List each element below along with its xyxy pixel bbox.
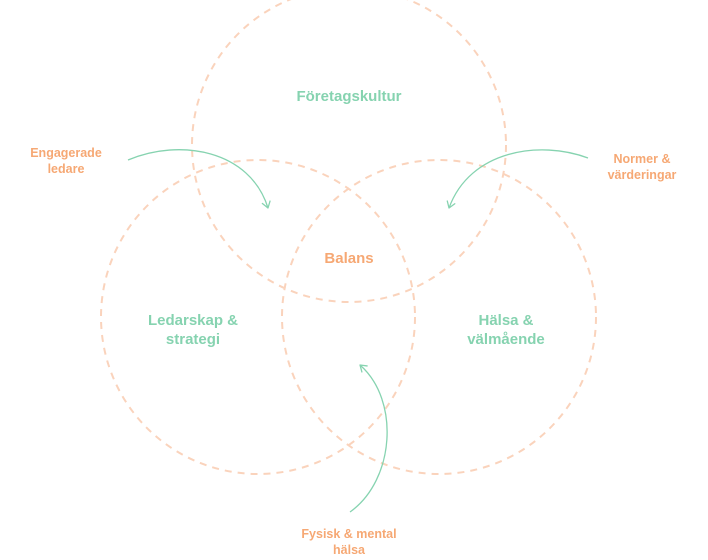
arrow-normer-varderingar <box>446 149 589 209</box>
circle-halsa <box>281 159 597 475</box>
annotation-fysisk-mental-halsa: Fysisk & mental hälsa <box>301 527 397 557</box>
annotation-normer-varderingar: Normer & värderingar <box>607 152 677 182</box>
label-halsa-valmaende: Hälsa & välmående <box>467 312 545 348</box>
arrow-fysisk-mental-halsa <box>349 364 388 513</box>
circle-ledarskap <box>100 159 416 475</box>
circle-foretagskultur <box>191 0 507 303</box>
annotation-engagerade-ledare: Engagerade ledare <box>30 146 102 176</box>
label-ledarskap-strategi: Ledarskap & strategi <box>147 312 239 348</box>
label-balans: Balans <box>324 250 374 267</box>
arrow-engagerade-ledare <box>127 149 271 209</box>
label-foretagskultur: Företagskultur <box>296 88 402 105</box>
